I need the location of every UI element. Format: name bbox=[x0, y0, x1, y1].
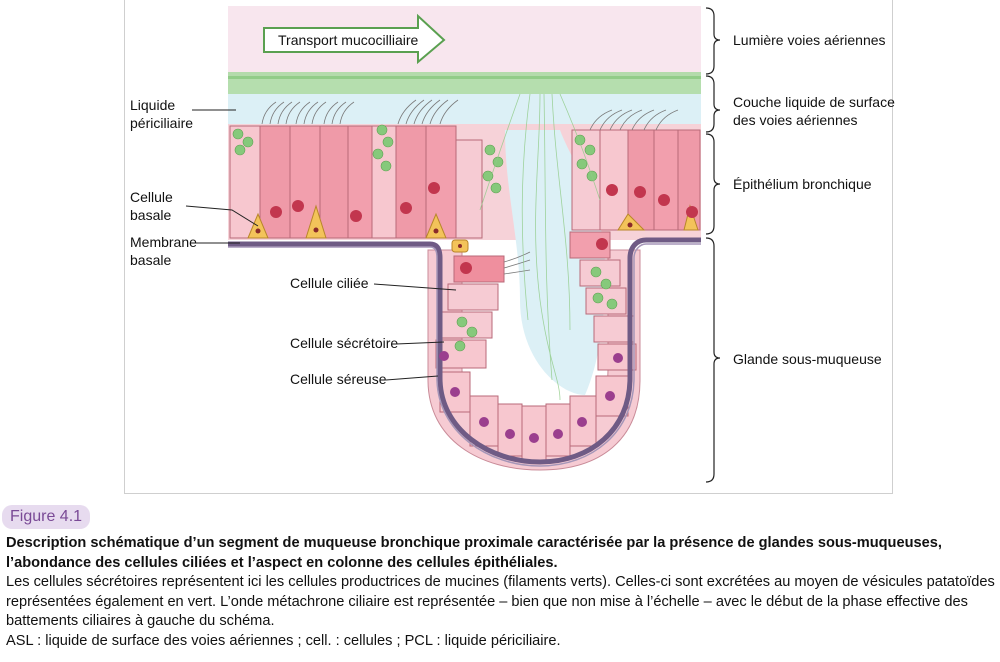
transport-arrow bbox=[263, 13, 446, 65]
right-epithelium-cells bbox=[571, 129, 701, 231]
mucus-layer bbox=[228, 72, 701, 94]
label-glande: Glande sous-muqueuse bbox=[733, 351, 882, 367]
label-membrane-basale-2: basale bbox=[130, 252, 171, 268]
figure-caption: Description schématique d’un segment de … bbox=[6, 534, 996, 651]
label-couche-liquide-2: des voies aériennes bbox=[733, 112, 858, 128]
label-membrane-basale-1: Membrane bbox=[130, 234, 197, 250]
cell-nuclei bbox=[270, 182, 698, 274]
mucus-filaments bbox=[479, 93, 601, 401]
basement-membrane bbox=[228, 237, 701, 465]
label-liquide-1: Liquide bbox=[130, 97, 175, 113]
label-epithelium: Épithélium bronchique bbox=[733, 176, 872, 192]
label-cellule-ciliee: Cellule ciliée bbox=[290, 275, 369, 291]
mucus-strands bbox=[228, 76, 701, 79]
airway-surface-liquid bbox=[228, 94, 701, 124]
arrow-label: Transport mucocilliaire bbox=[278, 32, 419, 48]
label-cellule-basale-2: basale bbox=[130, 207, 171, 223]
figure-label: Figure 4.1 bbox=[2, 505, 91, 529]
basal-cell-nuclei bbox=[255, 222, 633, 248]
caption-title: Description schématique d’un segment de … bbox=[6, 535, 942, 571]
bronchial-mucosa-diagram: Transport mucocilliaire Lumière voies aé… bbox=[130, 6, 895, 483]
label-liquide-2: périciliaire bbox=[130, 115, 193, 131]
serous-nuclei bbox=[439, 351, 623, 443]
label-couche-liquide-1: Couche liquide de surface bbox=[733, 94, 895, 110]
caption-abbreviations: ASL : liquide de surface des voies aérie… bbox=[6, 632, 561, 649]
label-cellule-secretoire: Cellule sécrétoire bbox=[290, 335, 398, 351]
right-braces bbox=[705, 7, 721, 483]
label-cellule-sereuse: Cellule séreuse bbox=[290, 371, 387, 387]
caption-body: Les cellules sécrétoires représentent ic… bbox=[6, 574, 995, 629]
label-cellule-basale-1: Cellule bbox=[130, 189, 173, 205]
mucin-vesicles bbox=[232, 124, 618, 352]
cilia bbox=[261, 99, 679, 275]
basement-membrane-inner bbox=[228, 243, 701, 467]
leader-lines bbox=[185, 109, 457, 381]
label-lumiere: Lumière voies aériennes bbox=[733, 32, 886, 48]
